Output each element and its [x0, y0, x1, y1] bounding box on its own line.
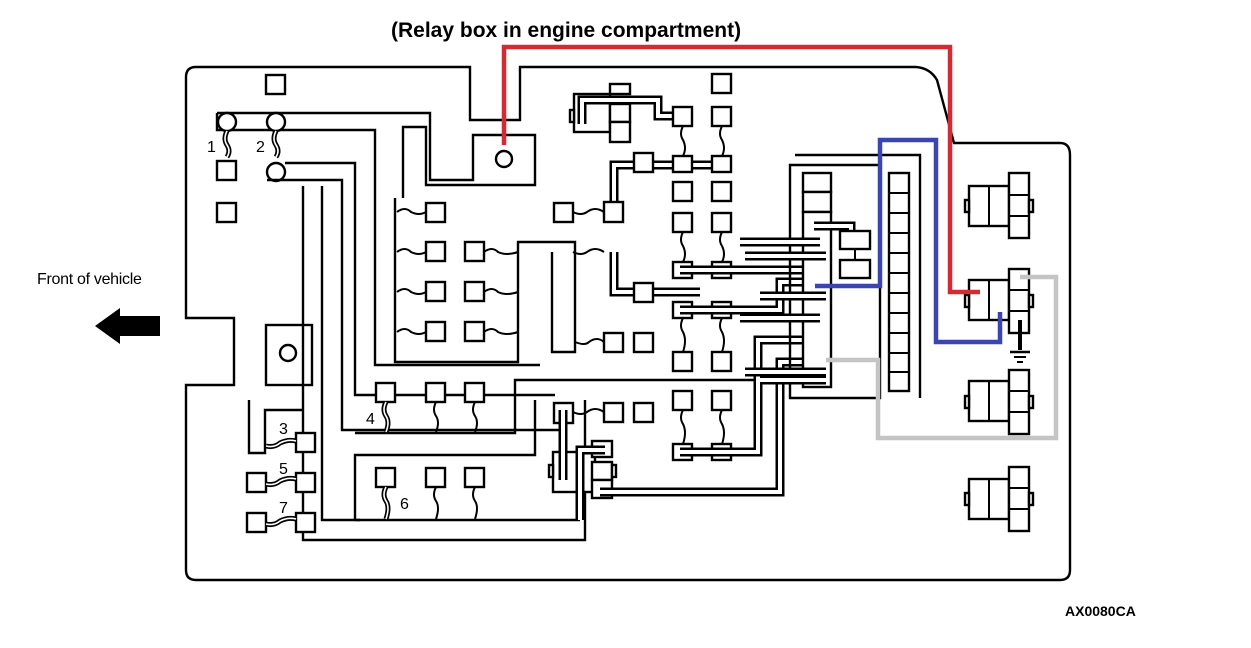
terminal — [294, 471, 317, 494]
relay-lower-middle — [547, 357, 820, 520]
bus-bar-4 — [355, 378, 780, 435]
terminal — [710, 389, 733, 412]
gray-wire — [826, 274, 1059, 441]
fusible-link-label-5: 5 — [279, 461, 288, 478]
terminal — [632, 331, 655, 354]
fuse-link — [719, 125, 725, 157]
diagram-title: (Relay box in engine compartment) — [391, 19, 741, 42]
fusible-link-terminal-2b — [265, 161, 287, 183]
relay-right-2 — [963, 267, 1035, 335]
terminal — [602, 200, 625, 224]
bus-bar-top — [217, 111, 537, 198]
fusible-link-label-6: 6 — [400, 496, 409, 513]
fuse-link — [680, 125, 686, 157]
relay-upper-middle — [568, 82, 684, 144]
relay-right-1 — [963, 171, 1035, 240]
fusible-link-1 — [224, 130, 230, 158]
fusible-link-5 — [265, 477, 297, 486]
terminal — [671, 105, 694, 128]
terminal — [294, 431, 317, 454]
terminal — [374, 381, 397, 404]
relay-box-stud — [494, 149, 514, 169]
front-of-vehicle-label: Front of vehicle — [37, 271, 142, 288]
fuse-link — [472, 401, 478, 433]
fuse-link — [719, 317, 725, 353]
terminal — [463, 381, 486, 404]
fusible-link-terminal-2 — [265, 111, 287, 133]
bus-bar-3 — [247, 400, 303, 455]
fuse-link — [572, 208, 605, 215]
terminal — [424, 381, 447, 404]
fuse-link — [680, 317, 686, 353]
terminal — [463, 466, 486, 489]
fuse-grid-upper-right — [671, 180, 733, 263]
terminal — [710, 105, 733, 128]
fusible-link-label-1: 1 — [207, 139, 216, 156]
mount-hole — [278, 343, 298, 363]
fusible-link-label-4: 4 — [366, 411, 375, 428]
fusible-link-label-7: 7 — [279, 500, 288, 517]
terminal — [602, 401, 625, 424]
fusible-link-label-2: 2 — [256, 139, 265, 156]
fuse-link — [680, 409, 686, 445]
terminal — [710, 350, 733, 373]
bus-bar-fuse-row-5 — [680, 335, 820, 457]
bus-bar-left-inner — [285, 161, 555, 397]
blue-wire — [815, 137, 1003, 345]
connector-frame — [795, 153, 922, 398]
figure-code: AX0080CA — [1065, 603, 1136, 619]
fuse-link — [574, 338, 605, 345]
fusible-link-3 — [265, 439, 297, 448]
fusible-link-label-3: 3 — [279, 421, 288, 438]
fusible-link-4 — [383, 401, 389, 433]
terminal — [245, 471, 268, 494]
terminal — [710, 154, 733, 174]
fuse-link — [433, 486, 439, 520]
fuse-grid-centre — [396, 201, 519, 343]
fusible-link-2 — [273, 130, 279, 158]
terminal — [264, 73, 287, 96]
relay-right-3 — [963, 368, 1035, 436]
left-arrow-icon — [95, 308, 160, 344]
bus-bar-6 — [353, 400, 537, 520]
mount-tab — [264, 323, 314, 387]
ground-icon — [1010, 320, 1030, 363]
bus-bar-left — [267, 178, 560, 432]
terminal — [294, 511, 317, 534]
fuse-link — [572, 248, 605, 255]
fusible-link-6 — [383, 486, 389, 520]
fuse-link — [572, 408, 605, 415]
fusible-link-7 — [265, 517, 297, 526]
bus-bar-centre — [393, 198, 577, 364]
relay-box-housing — [184, 65, 1072, 582]
bus-bar-inner — [215, 113, 540, 367]
relay-right-4 — [963, 465, 1035, 533]
terminal — [671, 389, 694, 412]
terminal — [632, 151, 655, 174]
fuse-link — [719, 409, 725, 445]
fusible-link-terminal-1 — [216, 111, 238, 133]
fuse-link — [433, 401, 439, 433]
fuse-strip-vertical — [887, 171, 911, 393]
terminal — [602, 331, 625, 354]
terminal — [424, 466, 447, 489]
terminal — [552, 201, 575, 224]
terminal — [632, 281, 655, 304]
terminal — [215, 201, 238, 224]
terminal — [671, 154, 694, 174]
fuse-link — [472, 486, 478, 520]
terminal — [215, 159, 238, 182]
terminal — [671, 350, 694, 373]
red-wire — [501, 44, 980, 295]
terminal — [632, 401, 655, 424]
connector-block — [740, 171, 872, 389]
terminal — [710, 72, 733, 95]
terminal — [245, 511, 268, 534]
terminal — [374, 466, 397, 489]
bus-bar-lower-inner — [320, 186, 360, 522]
